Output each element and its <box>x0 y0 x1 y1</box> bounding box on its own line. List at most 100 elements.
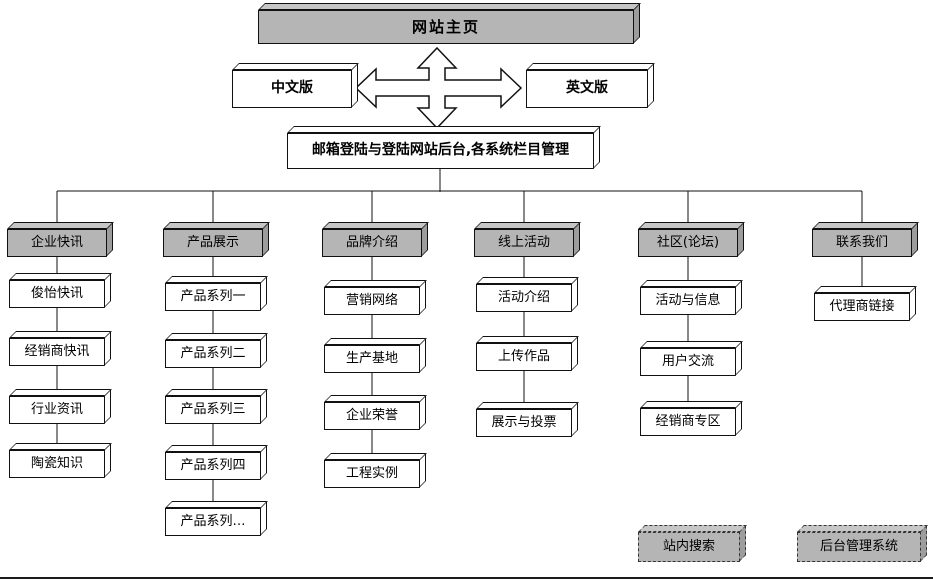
node-label: 后台管理系统 <box>819 538 898 554</box>
box-top-face <box>638 525 747 532</box>
node-project-example: 工程实例 <box>324 453 427 488</box>
box-right-face <box>633 3 640 44</box>
node-label: 网站主页 <box>411 17 480 36</box>
node-community-forum: 社区(论坛) <box>638 222 745 257</box>
node-label: 站内搜索 <box>662 538 715 554</box>
box-top-face <box>322 222 429 229</box>
node-label: 产品展示 <box>186 234 239 250</box>
node-label: 企业荣誉 <box>345 407 398 423</box>
node-label: 行业资讯 <box>30 401 83 417</box>
box-top-face <box>9 389 112 396</box>
node-product-display: 产品展示 <box>163 222 270 257</box>
box-top-face <box>165 445 268 452</box>
node-label: 活动介绍 <box>497 289 550 305</box>
node-product-series-3: 产品系列三 <box>165 389 268 424</box>
node-activity-intro: 活动介绍 <box>476 277 579 312</box>
node-label: 工程实例 <box>345 465 398 481</box>
node-label: 英文版 <box>566 80 608 97</box>
box-top-face <box>474 222 581 229</box>
node-label: 陶瓷知识 <box>30 455 83 471</box>
node-label: 线上活动 <box>497 234 550 250</box>
node-dealer-news: 经销商快讯 <box>9 331 112 366</box>
node-label: 产品系列二 <box>180 345 246 361</box>
node-product-series-2: 产品系列二 <box>165 333 268 368</box>
node-site-search: 站内搜索 <box>638 525 747 562</box>
node-label: 社区(论坛) <box>656 234 720 250</box>
four-way-arrow-icon <box>354 46 523 130</box>
box-top-face <box>287 126 601 133</box>
box-top-face <box>165 389 268 396</box>
node-label: 企业快讯 <box>30 234 83 250</box>
box-top-face <box>9 331 112 338</box>
box-top-face <box>165 501 268 508</box>
node-online-activity: 线上活动 <box>474 222 581 257</box>
box-top-face <box>476 277 579 284</box>
node-user-exchange: 用户交流 <box>640 341 743 376</box>
node-label: 联系我们 <box>835 234 888 250</box>
box-top-face <box>7 222 114 229</box>
box-top-face <box>814 286 917 293</box>
node-home: 网站主页 <box>258 3 641 44</box>
box-top-face <box>640 280 743 287</box>
node-company-news: 企业快讯 <box>7 222 114 257</box>
box-top-face <box>324 453 427 460</box>
box-top-face <box>324 280 427 287</box>
box-top-face <box>232 63 359 70</box>
node-production-base: 生产基地 <box>324 338 427 373</box>
box-right-face <box>647 63 654 108</box>
node-label: 俊怡快讯 <box>30 285 83 301</box>
node-product-series-4: 产品系列四 <box>165 445 268 480</box>
node-company-honor: 企业荣誉 <box>324 395 427 430</box>
box-top-face <box>165 333 268 340</box>
box-top-face <box>640 401 743 408</box>
node-label: 活动与信息 <box>655 292 721 308</box>
node-label: 营销网络 <box>345 292 398 308</box>
box-top-face <box>812 222 919 229</box>
node-upload-works: 上传作品 <box>476 336 579 371</box>
node-label: 生产基地 <box>345 350 398 366</box>
node-marketing-network: 营销网络 <box>324 280 427 315</box>
node-label: 产品系列… <box>180 513 246 529</box>
box-top-face <box>638 222 745 229</box>
node-ceramic-knowledge: 陶瓷知识 <box>9 443 112 478</box>
node-label: 产品系列四 <box>180 457 246 473</box>
node-label: 产品系列三 <box>180 401 246 417</box>
box-top-face <box>324 395 427 402</box>
box-top-face <box>9 273 112 280</box>
node-brand-intro: 品牌介绍 <box>322 222 429 257</box>
node-admin-login-bar: 邮箱登陆与登陆网站后台,各系统栏目管理 <box>287 126 601 169</box>
node-junyi-news: 俊怡快讯 <box>9 273 112 308</box>
box-top-face <box>258 3 641 10</box>
box-top-face <box>797 525 928 532</box>
box-top-face <box>476 402 579 409</box>
node-contact-us: 联系我们 <box>812 222 919 257</box>
node-label: 用户交流 <box>661 353 714 369</box>
box-right-face <box>593 126 600 169</box>
node-dealer-zone: 经销商专区 <box>640 401 743 436</box>
node-activity-and-info: 活动与信息 <box>640 280 743 315</box>
node-label: 上传作品 <box>497 348 550 364</box>
box-top-face <box>165 276 268 283</box>
node-agent-link: 代理商链接 <box>814 286 917 321</box>
node-industry-info: 行业资讯 <box>9 389 112 424</box>
box-top-face <box>324 338 427 345</box>
node-product-series-1: 产品系列一 <box>165 276 268 311</box>
node-english-version: 英文版 <box>526 63 655 108</box>
box-top-face <box>640 341 743 348</box>
box-top-face <box>163 222 270 229</box>
node-product-series-more: 产品系列… <box>165 501 268 536</box>
node-show-and-vote: 展示与投票 <box>476 402 579 437</box>
node-admin-system: 后台管理系统 <box>797 525 928 562</box>
node-label: 邮箱登陆与登陆网站后台,各系统栏目管理 <box>311 142 570 159</box>
box-top-face <box>9 443 112 450</box>
box-top-face <box>476 336 579 343</box>
node-label: 经销商快讯 <box>24 343 90 359</box>
node-chinese-version: 中文版 <box>232 63 359 108</box>
node-label: 代理商链接 <box>829 298 895 314</box>
box-right-face <box>351 63 358 108</box>
node-label: 中文版 <box>271 80 313 97</box>
box-top-face <box>526 63 655 70</box>
node-label: 品牌介绍 <box>345 234 398 250</box>
